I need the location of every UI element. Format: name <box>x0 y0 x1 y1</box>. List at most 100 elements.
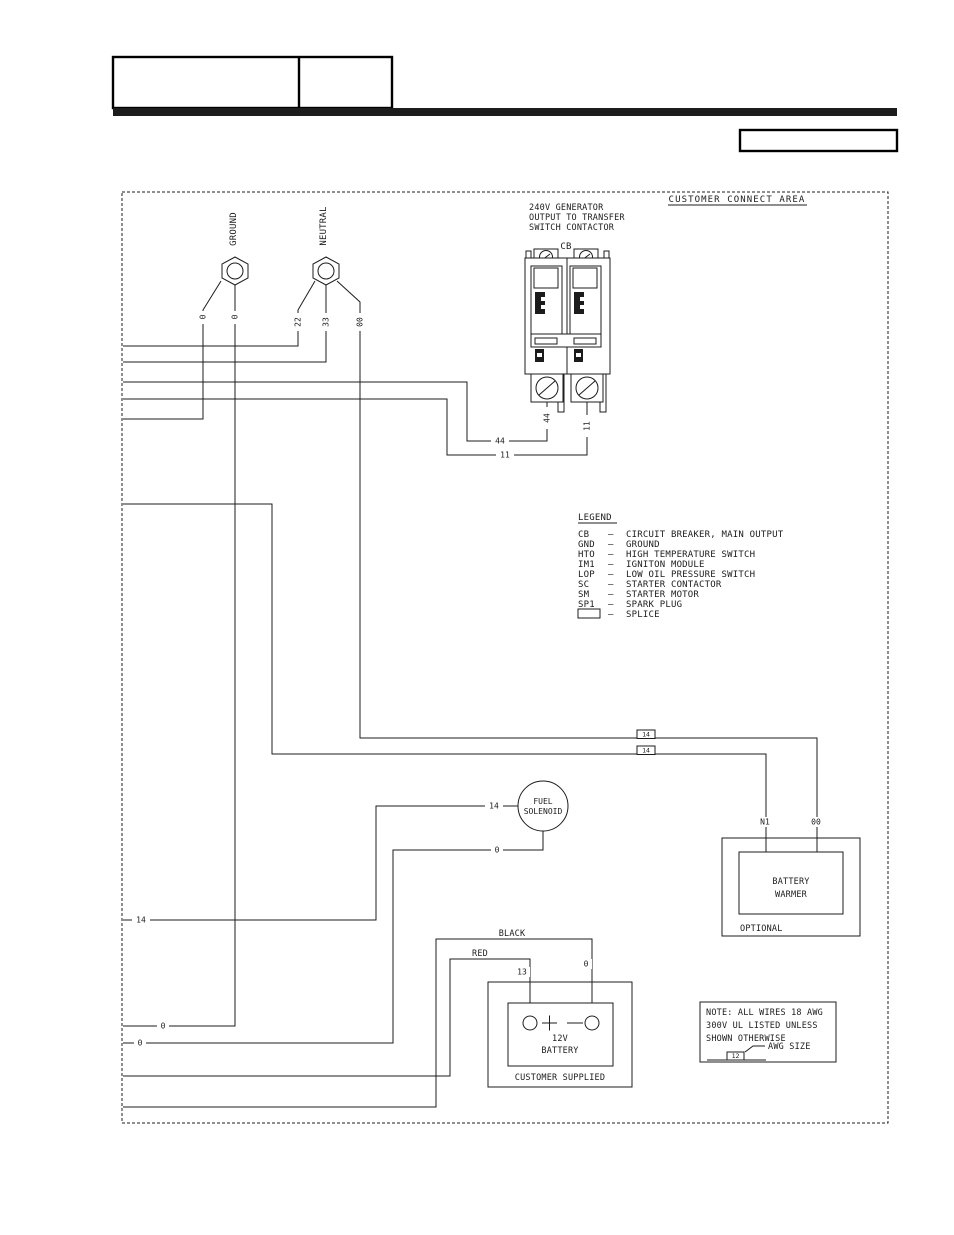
legend-dash: – <box>608 610 614 620</box>
battery: BLACK RED 13 0 12V BATTERY CUSTOMER SUPP… <box>472 929 633 1088</box>
wire-label-22: 22 <box>294 317 303 327</box>
battery-warmer-box <box>738 851 844 915</box>
wire-label-11-vert: 11 <box>583 421 592 431</box>
wire-0-solenoid <box>123 831 544 1044</box>
legend-dash: – <box>608 580 614 590</box>
wire-33 <box>123 285 327 363</box>
neutral-lug: NEUTRAL <box>312 206 340 286</box>
legend-desc: IGNITON MODULE <box>626 560 705 570</box>
fuel-solenoid: FUEL SOLENOID 14 0 <box>485 780 569 855</box>
customer-connect-area: CUSTOMER CONNECT AREA <box>668 195 807 206</box>
legend-abbr: HTO <box>578 550 595 560</box>
left-wire-labels: 14 0 0 <box>132 915 169 1048</box>
cb-note-line1: 240V GENERATOR <box>529 203 604 213</box>
splice-icon <box>636 745 656 755</box>
wire-11 <box>123 398 588 456</box>
cb-note-line3: SWITCH CONTACTOR <box>529 223 615 233</box>
battery-line2: BATTERY <box>541 1046 578 1056</box>
customer-connect-area-label: CUSTOMER CONNECT AREA <box>669 195 806 205</box>
ground-label: GROUND <box>229 212 239 246</box>
legend-dash: – <box>608 550 614 560</box>
legend-dash: – <box>608 590 614 600</box>
wire-00-warmer <box>336 280 818 852</box>
awg-size-label: AWG SIZE <box>768 1042 811 1052</box>
wire-label-14-left: 14 <box>136 916 146 925</box>
wire-label-0-battery: 0 <box>584 960 589 969</box>
ground-lug: GROUND <box>221 212 249 286</box>
wire-label-0-solenoid: 0 <box>495 846 500 855</box>
wire-label-13: 13 <box>517 968 527 977</box>
wire-label-33: 33 <box>322 317 331 327</box>
wires <box>123 280 818 1108</box>
legend-abbr: SM <box>578 590 590 600</box>
cb-handle-bar <box>530 333 602 348</box>
legend-dash: – <box>608 570 614 580</box>
neutral-lug-hole <box>317 262 335 280</box>
battery-positive-terminal-icon <box>522 1015 538 1031</box>
wire-label-44-vert: 44 <box>543 413 552 423</box>
wire-label-n1: N1 <box>760 818 770 827</box>
legend-dash: – <box>608 600 614 610</box>
cb-note-line2: OUTPUT TO TRANSFER <box>529 213 625 223</box>
legend-desc: HIGH TEMPERATURE SWITCH <box>626 550 755 560</box>
revision-box <box>738 128 899 153</box>
legend-abbr: GND <box>578 540 595 550</box>
awg-num-label: 12 <box>732 1052 740 1060</box>
wire-label-0-left-b: 0 <box>138 1039 143 1048</box>
splice-icon <box>636 729 656 739</box>
wire-14-solenoid <box>123 805 518 921</box>
legend-title: LEGEND <box>578 513 612 523</box>
splices: 14 14 <box>636 729 656 755</box>
title-block-box <box>111 55 394 110</box>
note-line3: SHOWN OTHERWISE <box>706 1034 786 1044</box>
legend: LEGEND CB – CIRCUIT BREAKER, MAIN OUTPUT… <box>577 513 783 620</box>
note-line1: NOTE: ALL WIRES 18 AWG <box>706 1008 823 1018</box>
battery-warmer-line1: BATTERY <box>772 877 809 887</box>
legend-abbr: CB <box>578 530 589 540</box>
legend-desc: SPARK PLUG <box>626 600 682 610</box>
note-line2: 300V UL LISTED UNLESS <box>706 1021 818 1031</box>
wire-label-0b: 0 <box>231 314 240 319</box>
legend-abbr: SC <box>578 580 589 590</box>
legend-desc: STARTER CONTACTOR <box>626 580 722 590</box>
cb-label: CB <box>560 242 571 252</box>
battery-box <box>507 1002 614 1067</box>
battery-supplied-label: CUSTOMER SUPPLIED <box>515 1073 605 1083</box>
wire-ground-a <box>123 280 222 420</box>
battery-warmer: N1 00 BATTERY WARMER OPTIONAL <box>721 817 861 937</box>
fuel-solenoid-line1: FUEL <box>533 797 552 806</box>
black-wire-label: BLACK <box>499 929 526 939</box>
legend-abbr: LOP <box>578 570 595 580</box>
battery-line1: 12V <box>552 1034 568 1044</box>
wire-label-0a: 0 <box>199 314 208 319</box>
note-box-border <box>699 1001 837 1063</box>
battery-warmer-outer-box <box>721 837 861 937</box>
battery-outer-box <box>487 981 633 1088</box>
splice-label-b: 14 <box>642 747 650 755</box>
legend-dash: – <box>608 560 614 570</box>
battery-warmer-optional-label: OPTIONAL <box>740 924 783 934</box>
wire-label-14-solenoid: 14 <box>489 802 499 811</box>
note-box: NOTE: ALL WIRES 18 AWG 300V UL LISTED UN… <box>699 1001 837 1063</box>
neutral-label: NEUTRAL <box>319 206 329 245</box>
ground-lug-hole <box>226 262 244 280</box>
battery-warmer-line2: WARMER <box>775 890 808 900</box>
legend-dash: – <box>608 530 614 540</box>
legend-dash: – <box>608 540 614 550</box>
legend-abbr: IM1 <box>578 560 595 570</box>
wire-label-00: 00 <box>356 317 365 327</box>
title-bar <box>113 108 897 116</box>
wire-22 <box>123 280 316 347</box>
awg-splice-icon <box>726 1051 745 1061</box>
fuel-solenoid-line2: SOLENOID <box>524 807 563 816</box>
legend-desc: LOW OIL PRESSURE SWITCH <box>626 570 755 580</box>
wire-label-44: 44 <box>495 437 505 446</box>
wire-n1-warmer <box>123 503 767 852</box>
circuit-breaker: CB 240V GENERATOR OUTPUT TO TRANSFER SWI… <box>524 203 625 413</box>
wire-red-13 <box>123 958 531 1077</box>
wire-label-11: 11 <box>500 451 510 460</box>
wire-label-00-warmer: 00 <box>811 818 821 827</box>
legend-desc: GROUND <box>626 540 660 550</box>
